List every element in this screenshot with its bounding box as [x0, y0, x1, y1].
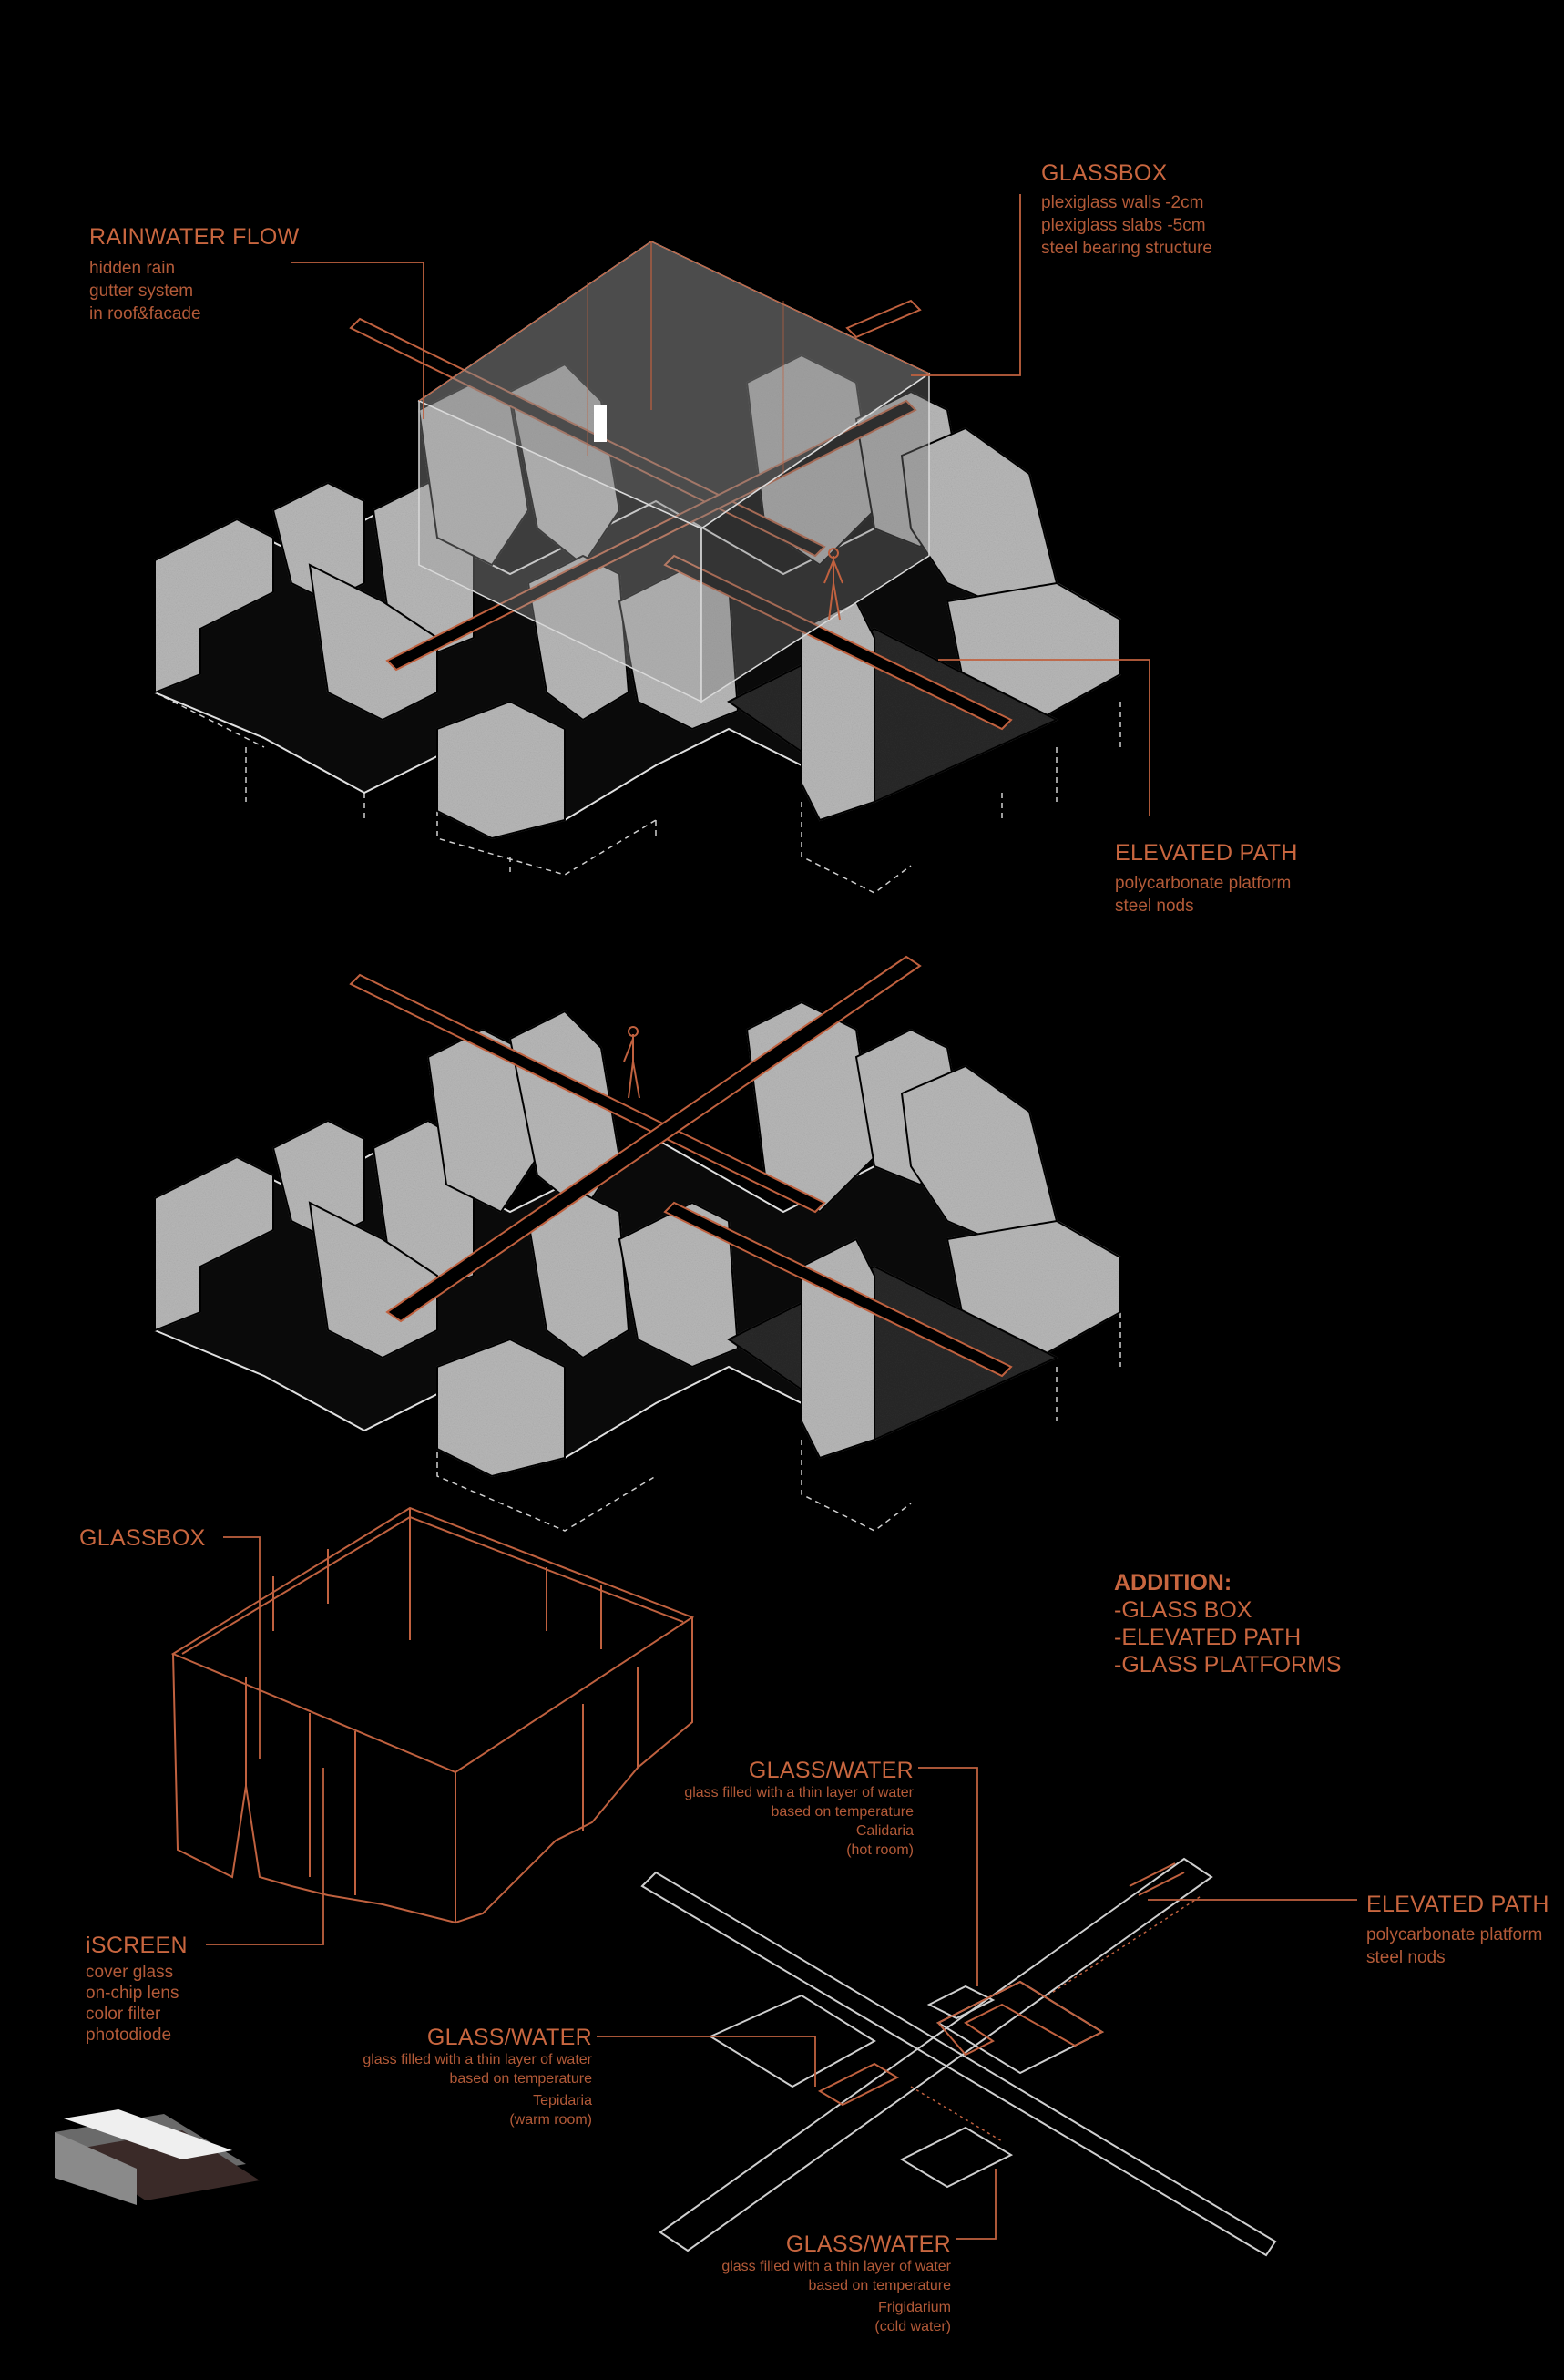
- rainwater-line: in roof&facade: [89, 304, 201, 323]
- glass-water-warm-line: (warm room): [509, 2112, 592, 2128]
- top-ruin-model: [154, 240, 1121, 894]
- elevated-bottom-title: ELEVATED PATH: [1366, 1892, 1549, 1917]
- bottom-path-plan: [640, 1857, 1277, 2257]
- glass-water-hot-line: (hot room): [846, 1842, 914, 1858]
- elevated-top-line: polycarbonate platform: [1115, 874, 1291, 893]
- glass-water-hot-title: GLASS/WATER: [749, 1758, 914, 1783]
- glassbox-top-line: steel bearing structure: [1041, 239, 1212, 258]
- white-figure: [594, 405, 607, 442]
- glass-water-cold-line: (cold water): [874, 2319, 951, 2334]
- glass-water-warm-line: based on temperature: [449, 2071, 592, 2087]
- path-edge-dots: [910, 1894, 1203, 2142]
- person-head: [628, 1026, 639, 1037]
- elevated-top-line: steel nods: [1115, 897, 1194, 916]
- glassbox-bottom-title: GLASSBOX: [79, 1525, 206, 1551]
- rainwater-line: gutter system: [89, 282, 193, 301]
- glass-water-cold-line: Frigidarium: [878, 2300, 951, 2315]
- addition-line: -ELEVATED PATH: [1114, 1625, 1301, 1650]
- glass-water-warm-line: Tepidaria: [533, 2093, 592, 2108]
- person-figure: [823, 556, 843, 621]
- leader-lines: [206, 194, 1357, 2240]
- elevated-bottom-line: steel nods: [1366, 1948, 1446, 1967]
- glass-water-cold-title: GLASS/WATER: [786, 2231, 951, 2257]
- bottom-glassbox-wireframe: [170, 1506, 695, 1924]
- glassbox-top-title: GLASSBOX: [1041, 160, 1168, 186]
- middle-ruin-model: [154, 955, 1121, 1532]
- addition-line: -GLASS BOX: [1114, 1597, 1252, 1623]
- glass-water-warm-title: GLASS/WATER: [427, 2025, 592, 2050]
- glass-water-hot-line: glass filled with a thin layer of water: [684, 1785, 914, 1800]
- bottom-glass-platforms: [817, 1862, 1185, 2107]
- glass-water-cold-line: glass filled with a thin layer of water: [721, 2259, 951, 2274]
- glass-water-hot-line: Calidaria: [856, 1823, 914, 1839]
- iscreen-line: on-chip lens: [86, 1984, 179, 2003]
- iscreen-line: color filter: [86, 2005, 161, 2024]
- person-figure: [623, 1034, 640, 1099]
- iscreen-line: cover glass: [86, 1963, 173, 1982]
- glass-water-warm-line: glass filled with a thin layer of water: [363, 2052, 592, 2067]
- iscreen-line: photodiode: [86, 2026, 171, 2045]
- glassbox-top-line: plexiglass walls -2cm: [1041, 193, 1203, 212]
- glass-water-hot-line: based on temperature: [771, 1804, 914, 1820]
- addition-line: -GLASS PLATFORMS: [1114, 1652, 1342, 1677]
- rainwater-title: RAINWATER FLOW: [89, 224, 300, 250]
- glassbox-top-line: plexiglass slabs -5cm: [1041, 216, 1206, 235]
- glass-water-cold-line: based on temperature: [808, 2278, 951, 2293]
- person-head: [828, 548, 839, 559]
- rainwater-line: hidden rain: [89, 259, 175, 278]
- elevated-top-title: ELEVATED PATH: [1115, 840, 1298, 866]
- iscreen-layers: [55, 2109, 260, 2205]
- middle-elevated-path: [349, 955, 1013, 1378]
- iscreen-title: iSCREEN: [86, 1933, 188, 1958]
- top-glassbox: [417, 240, 931, 703]
- addition-title: ADDITION:: [1114, 1570, 1232, 1595]
- elevated-bottom-line: polycarbonate platform: [1366, 1925, 1542, 1944]
